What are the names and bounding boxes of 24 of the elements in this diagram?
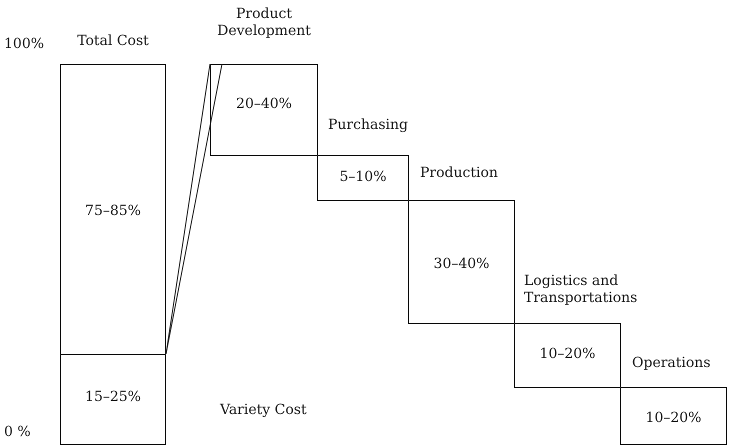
cost-box: [317, 155, 409, 201]
percentage-range: 5–10%: [338, 169, 388, 186]
stage-heading: Production: [420, 165, 499, 182]
percentage-range: 75–85%: [84, 203, 142, 220]
stage-heading: Logistics and Transportations: [524, 273, 638, 307]
stage-heading: Operations: [632, 355, 712, 372]
cost-box: [60, 64, 166, 355]
stage-heading: Total Cost: [76, 33, 150, 50]
percentage-range: 30–40%: [432, 256, 490, 273]
axis-label: 100%: [4, 36, 44, 53]
cost-box: [60, 354, 166, 445]
cost-caption: Variety Cost: [220, 402, 307, 419]
percentage-range: 15–25%: [84, 389, 142, 406]
percentage-range: 10–20%: [644, 410, 702, 427]
expansion-line: [166, 64, 222, 354]
stage-heading: Product Development: [216, 6, 312, 40]
axis-label: 0 %: [4, 424, 31, 441]
percentage-range: 20–40%: [235, 96, 293, 113]
cost-box: [620, 387, 727, 445]
cost-box: [210, 64, 318, 156]
cost-box: [514, 323, 621, 388]
cost-box: [408, 200, 515, 324]
stage-heading: Purchasing: [328, 117, 409, 134]
percentage-range: 10–20%: [538, 346, 596, 363]
